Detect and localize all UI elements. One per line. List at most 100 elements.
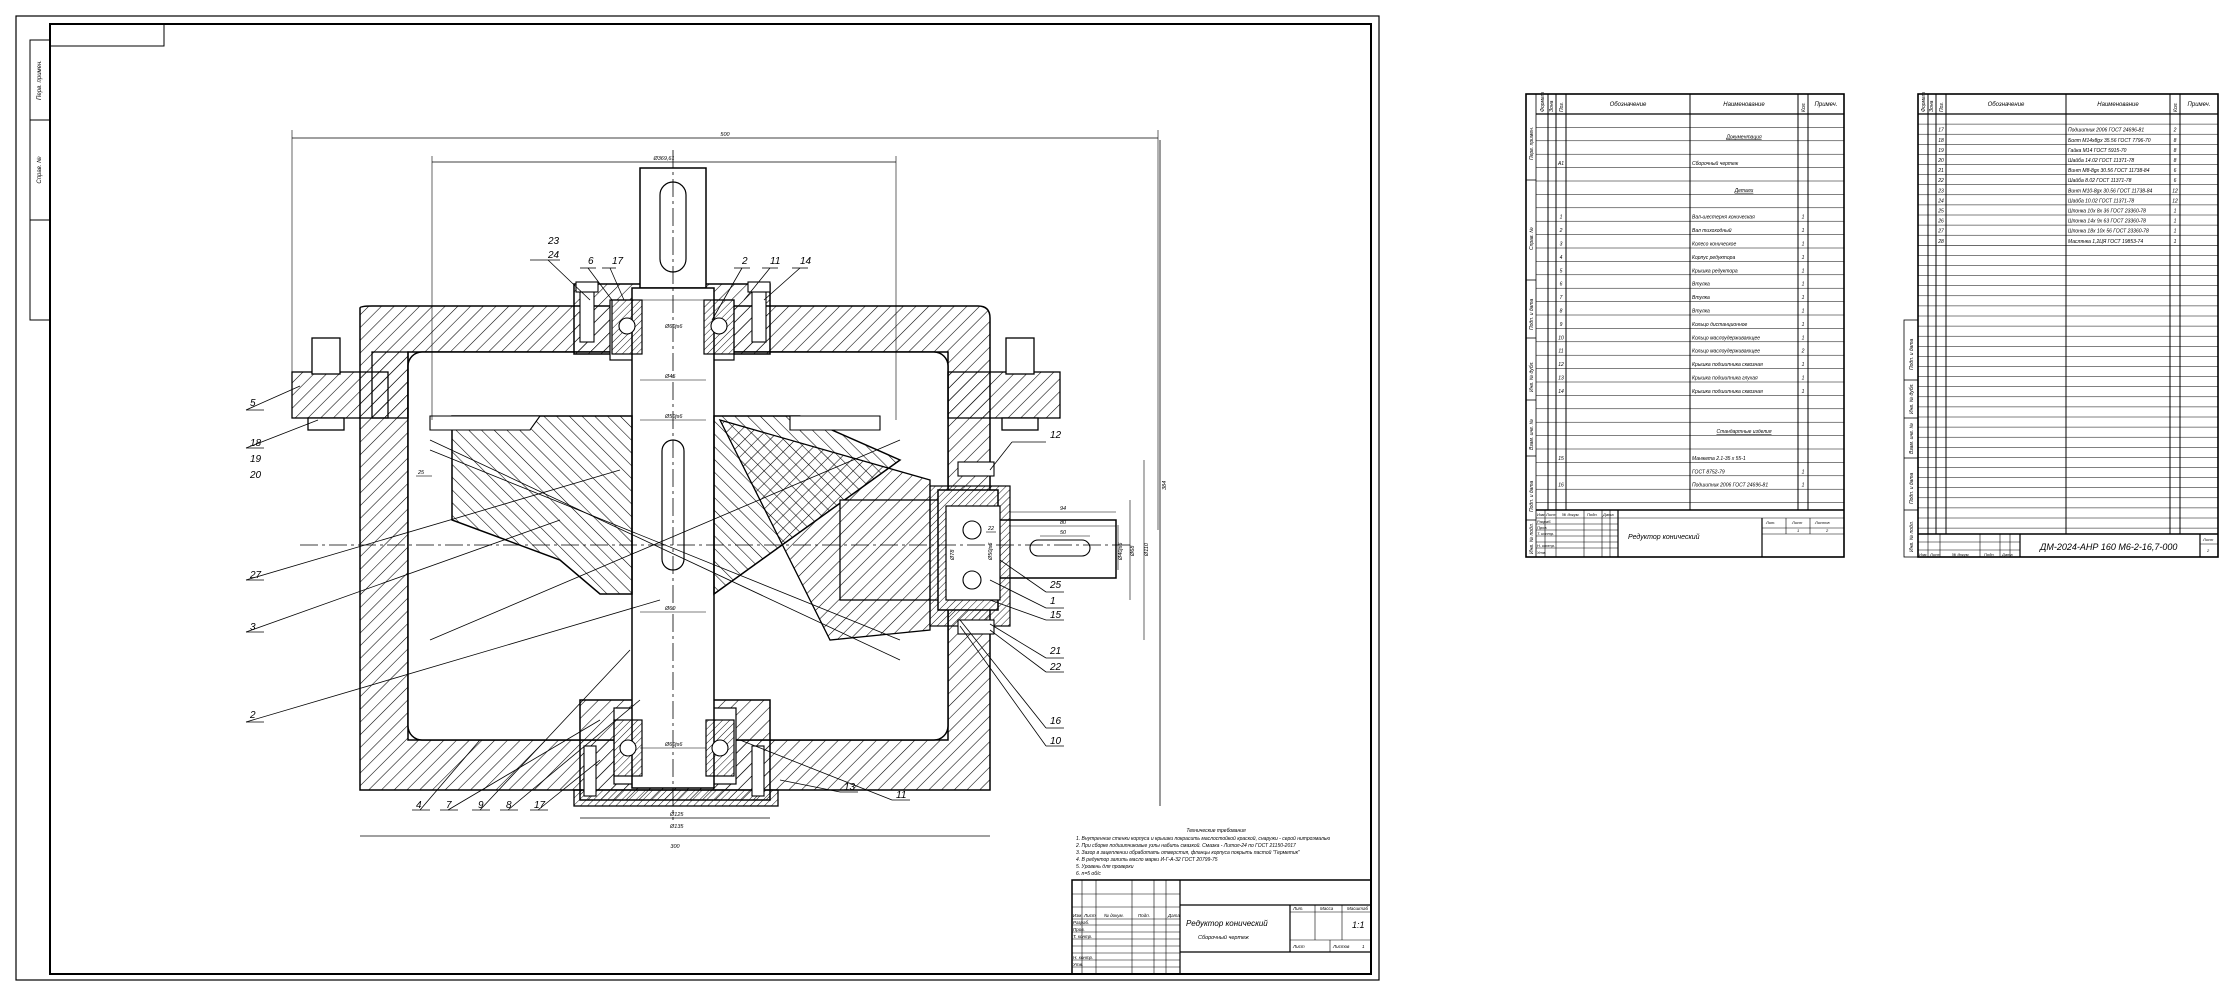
spec1-tb-date: Дата [1602, 512, 1614, 517]
tb-doc: № докум. [1104, 913, 1124, 918]
spec1-tb-sheet: 1 [1797, 528, 1799, 533]
assembly-sheet: Перв. примен. Справ. № [15, 15, 1380, 981]
side-strip: Перв. примен. Справ. № [29, 39, 51, 321]
spec-row-qty: 1 [1802, 335, 1805, 341]
requirement-3: 3. Зазор в зацеплении обработать отверст… [1076, 849, 1300, 856]
spec-row-qty: 2 [1801, 349, 1805, 355]
spec1-side-5: Взам. инв. № [1529, 418, 1535, 450]
dim-r4: Ø40js6 [1118, 542, 1124, 561]
spec-row-pos: 7 [1560, 295, 1563, 301]
spec-row-name: Маслянка 1,2ЦЯ ГОСТ 19853-74 [2068, 239, 2143, 245]
spec-row-qty: 1 [2174, 229, 2177, 235]
spec2-tb-doc: № докум. [1952, 552, 1970, 557]
spec1-side-1: Перв. примен. [1529, 127, 1535, 160]
spec-row-pos: 4 [1560, 255, 1563, 261]
callout-15: 15 [1050, 610, 1062, 621]
assembly-title-block [1071, 879, 1372, 975]
callouts [245, 259, 1064, 811]
spec-section-title: Детали [1734, 188, 1754, 194]
spec-row-name: Манжета 2.1-35 х 55-1 [1692, 456, 1746, 462]
spec-row-pos: 18 [1938, 138, 1944, 144]
spec-row-pos: 15 [1558, 456, 1564, 462]
dim-d1: Ø60js6 [664, 324, 683, 330]
tb-tkontr: Т. контр. [1073, 934, 1092, 939]
callout-4: 4 [416, 800, 422, 811]
spec2-tb-hdr-sheet: Лист [2202, 537, 2214, 542]
dim-d2: Ø45 [664, 374, 676, 380]
callout-24: 24 [547, 250, 560, 261]
callout-17-top: 17 [612, 256, 624, 267]
dim-d4: Ø60 [664, 606, 676, 612]
spec-row-name: Сборочный чертеж [1692, 160, 1739, 167]
sheets-count: 1 [1362, 944, 1365, 949]
scale-value: 1:1 [1352, 920, 1365, 930]
spec1-title-block [1536, 510, 1844, 557]
spec-row-pos: 8 [1560, 309, 1563, 315]
spec-row-name: Кольцо маслоудерживающее [1692, 349, 1760, 355]
spec-row-qty: 1 [1802, 389, 1805, 395]
dim-d3: Ø50js6 [664, 414, 683, 420]
spec-row-name: Втулка [1692, 282, 1710, 288]
spec-row-pos: 1 [1560, 215, 1563, 221]
dim-r5: Ø68 [1130, 545, 1136, 557]
spec1-h-note: Примеч. [1815, 102, 1838, 108]
spec1-h-zone: Зона [1549, 100, 1555, 112]
spec1-tb-izm: Изм. [1537, 512, 1546, 517]
spec1-side-7: Инв. № подл. [1529, 523, 1535, 554]
spec1-tb-utv: Утв. [1537, 550, 1546, 555]
spec-row-pos: 16 [1558, 483, 1564, 489]
spec-row-pos: 17 [1938, 128, 1944, 134]
callout-7: 7 [446, 800, 452, 811]
spec-row-qty: 1 [1802, 469, 1805, 475]
spec-row-pos: 28 [1937, 239, 1944, 245]
spec2-h-qty: Кол. [2173, 102, 2179, 112]
dim-d6: Ø125 [669, 812, 684, 818]
spec2-tb-code: ДМ-2024-АНР 160 М6-2-16,7-000 [2039, 542, 2177, 552]
spec1-tb-lit: Лит. [1765, 520, 1775, 525]
callout-8: 8 [506, 800, 512, 811]
spec1-h-name: Наименование [1723, 102, 1765, 108]
spec-row-name: Винт М10-8gх 30.56 ГОСТ 11738-84 [2068, 188, 2152, 194]
spec-row-pos: 21 [1937, 168, 1944, 174]
dim-left-small: 25 [417, 470, 425, 476]
dim-r7: Ø78 [950, 549, 956, 561]
callout-13: 13 [844, 782, 856, 793]
spec-row-pos: А1 [1557, 161, 1564, 167]
spec-row-pos: 3 [1560, 242, 1563, 248]
dim-bottom-width: 300 [670, 844, 680, 850]
spec-row-name: Кольцо дистанционное [1692, 322, 1747, 328]
callout-27: 27 [249, 570, 262, 581]
spec-section-title: Документация [1725, 134, 1762, 140]
spec-row-pos: 10 [1558, 335, 1564, 341]
spec2-tb-date: Дата [2001, 552, 2013, 557]
spec-row-name: Крышка подшипника глухая [1692, 376, 1758, 382]
spec-row-pos: 27 [1937, 229, 1944, 235]
spec-row-qty: 1 [2174, 239, 2177, 245]
requirements-title: Технические требования [1186, 828, 1246, 834]
tb-list: Лист [1083, 913, 1096, 918]
callout-14: 14 [800, 256, 812, 267]
callout-20: 20 [249, 470, 262, 481]
hdr-sheet: Лист [1292, 944, 1305, 949]
spec-row-qty: 1 [1802, 483, 1805, 489]
spec1-h-format: Формат [1540, 92, 1546, 112]
dim-top-inner: Ø369,61 [652, 156, 674, 162]
spec-row-name: Кольцо маслоудерживающее [1692, 335, 1760, 341]
dim-r8: Ø50js6 [988, 542, 994, 561]
requirement-4: 4. В редуктор залить масло марки И-Г-А-3… [1076, 857, 1218, 863]
spec-row-name: Шайба 8.02 ГОСТ 11371-78 [2068, 177, 2132, 184]
callout-3: 3 [250, 622, 256, 633]
dim-overall-width: 500 [720, 132, 730, 138]
spec2-side-5: Инв. № подл. [1909, 521, 1915, 552]
spec2-side-1: Подп. и дата [1909, 338, 1915, 370]
spec-row-pos: 2 [1559, 228, 1563, 234]
spec-row-qty: 8 [2174, 138, 2177, 144]
dim-d7: Ø135 [669, 824, 684, 830]
spec-row-qty: 12 [2172, 188, 2178, 194]
gearbox-drawing [291, 130, 1161, 837]
spec-row-name: Колесо коническое [1692, 242, 1736, 248]
spec1-side-4: Инв. № дубл. [1529, 361, 1535, 392]
spec-row-name: Шпонка 10х 8х 36 ГОСТ 23360-78 [2068, 209, 2146, 215]
callout-11-top: 11 [770, 256, 780, 267]
